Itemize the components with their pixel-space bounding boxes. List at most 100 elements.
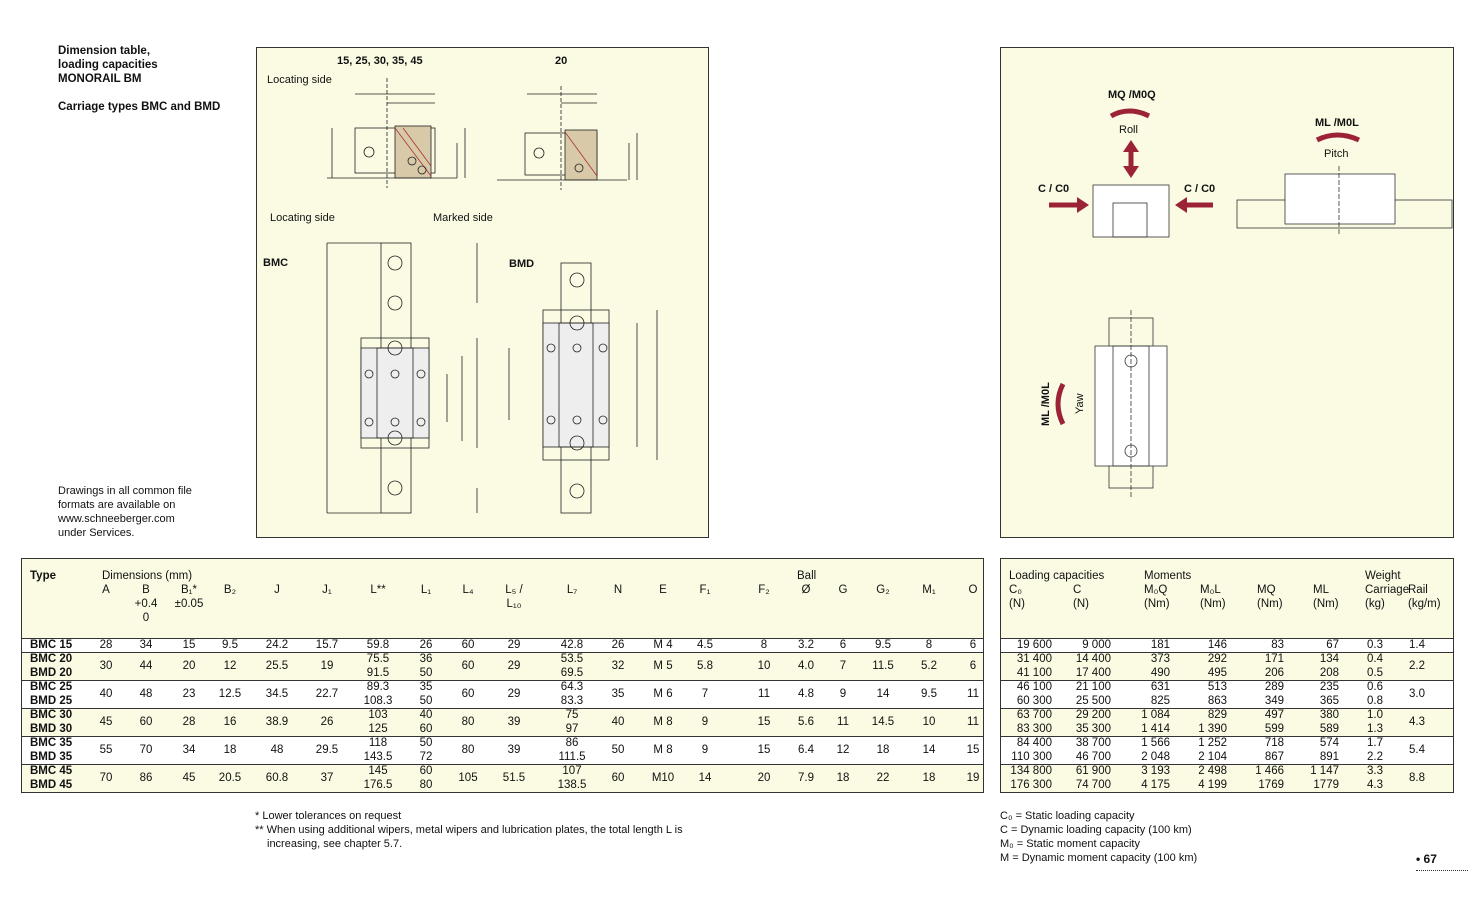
rail-weight: 3.0 [1409,688,1425,700]
dim-value: 39 [507,744,521,756]
column-header: E [659,584,667,596]
rail-weight: 2.2 [1409,660,1425,672]
column-header: Ø [801,584,811,596]
load-value: 25 500 [1075,695,1111,707]
row-band [1001,764,1453,792]
load-value: 3 193 [1141,765,1170,777]
dim-value: 4.0 [798,660,814,672]
dim-value: 89.3 [366,681,390,693]
dim-value: 138.5 [557,779,587,791]
row-divider [22,680,983,681]
load-value: 631 [1150,681,1170,693]
dim-value: 15 [757,744,771,756]
dim-value: 60 [461,688,475,700]
load-value: 29 200 [1075,709,1111,721]
dim-value: 11.5 [872,660,894,672]
row-divider [22,736,983,737]
dim-value: 70 [99,772,113,784]
dim-value: 4.5 [697,639,713,651]
row-divider [1001,638,1453,639]
load-unit: (Nm) [1144,598,1170,610]
load-unit: (kg/m) [1408,598,1441,610]
dim-value: 8 [760,639,768,651]
drawings-note-link[interactable]: www.schneeberger.com [58,513,175,525]
load-value: 2 048 [1141,751,1170,763]
dim-value: 12 [223,660,237,672]
legend-line: M = Dynamic moment capacity (100 km) [1000,852,1198,864]
load-value: 35 300 [1075,723,1111,735]
sizes-label-b: 20 [555,55,567,67]
page-number: • 67 [1416,852,1468,871]
load-value: 825 [1150,695,1170,707]
dim-value: 80 [461,744,475,756]
rail-weight: 5.4 [1409,744,1425,756]
dim-value: 50 [611,744,625,756]
footnotes: * Lower tolerances on request ** When us… [255,809,683,851]
dim-value: 36 [419,653,433,665]
row-divider [1001,680,1453,681]
load-direction-diagram: MQ /M0Q Roll C / C0 C / C0 ML /M0L Pitch… [1038,89,1453,498]
load-unit: (Nm) [1200,598,1226,610]
dim-value: 20 [757,772,771,784]
dim-value: 15.7 [315,639,339,651]
column-header: L₇ [566,584,578,596]
load-value: 292 [1207,653,1227,665]
load-value: 14 400 [1075,653,1111,665]
dim-value: 39 [507,716,521,728]
load-direction-panel: MQ /M0Q Roll C / C0 C / C0 ML /M0L Pitch… [1000,47,1454,538]
load-value: 863 [1207,695,1227,707]
column-header: F₁ [699,584,711,596]
dim-value: 26 [320,716,334,728]
row-type: BMD 35 [30,751,73,763]
load-value: 1769 [1258,779,1284,791]
row-divider [1001,764,1453,765]
load-unit: (N) [1073,598,1089,610]
dim-value: 50 [419,737,433,749]
dim-value: 48 [139,688,153,700]
drawings-note-line: formats are available on [58,499,176,511]
load-value: 206 [1264,667,1284,679]
load-value: 867 [1264,751,1284,763]
row-divider [1001,652,1453,653]
drawings-note-line: Drawings in all common file [58,485,192,497]
dim-value: 143.5 [363,751,393,763]
dim-value: 22.7 [315,688,339,700]
load-value: 1.7 [1367,737,1383,749]
dim-value: 9 [701,716,709,728]
dim-value: 118 [368,737,388,749]
row-band [22,736,983,764]
row-band [22,638,983,652]
dim-value: 5.8 [697,660,713,672]
locating-side-label2: Locating side [270,212,335,224]
load-value: 19 600 [1016,639,1052,651]
dim-value: 60.8 [265,772,289,784]
dim-value: 29 [507,660,521,672]
load-value: 380 [1319,709,1339,721]
dim-value: 45 [99,716,113,728]
dim-value: 103 [368,709,388,721]
sizes-label-a: 15, 25, 30, 35, 45 [337,55,423,67]
load-value: 181 [1150,639,1170,651]
load-unit: (Nm) [1257,598,1283,610]
dim-value: 4.8 [798,688,814,700]
row-band [1001,736,1453,764]
dim-value: 9 [839,688,847,700]
pitch-label: Pitch [1324,148,1348,160]
dim-value: 91.5 [366,667,390,679]
dim-value: 60 [139,716,153,728]
dim-value: 44 [139,660,153,672]
load-unit: (Nm) [1313,598,1339,610]
legend-line: C = Dynamic loading capacity (100 km) [1000,824,1192,836]
column-header: N [613,584,623,596]
dim-value: 9.5 [921,688,937,700]
dim-value: 14 [922,744,936,756]
dim-value: 60 [461,639,475,651]
load-value: 891 [1319,751,1339,763]
dim-value: 80 [461,716,475,728]
dim-value: 83.3 [560,695,584,707]
dim-value: 15 [182,639,196,651]
dims-header: Dimensions (mm) [102,570,193,582]
row-band [22,652,983,680]
dim-value: 55 [99,744,113,756]
